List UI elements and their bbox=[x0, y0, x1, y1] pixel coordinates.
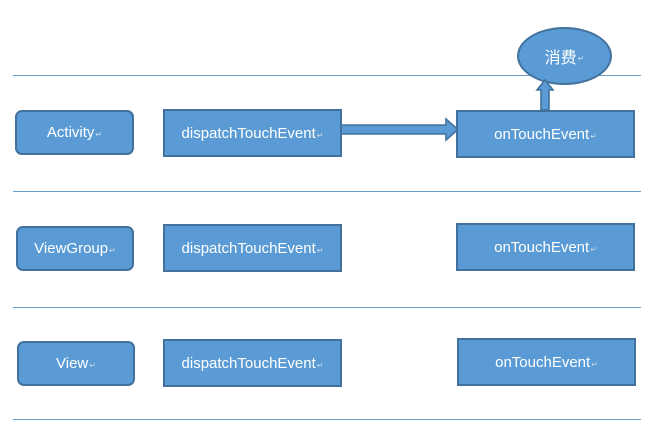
view-dispatch-touch-event: dispatchTouchEvent↵ bbox=[163, 339, 342, 387]
ontouch-to-consume-arrow bbox=[535, 78, 555, 111]
layer-activity: Activity↵ bbox=[15, 110, 134, 155]
dispatch-to-ontouch-arrow bbox=[340, 117, 460, 142]
consume-label: 消费 bbox=[544, 48, 577, 67]
divider-line bbox=[13, 307, 641, 308]
activity-dispatch-touch-event: dispatchTouchEvent↵ bbox=[163, 109, 342, 157]
layer-viewgroup: ViewGroup↵ bbox=[16, 226, 134, 271]
divider-line bbox=[13, 191, 641, 192]
divider-line bbox=[13, 75, 641, 76]
layer-view: View↵ bbox=[17, 341, 135, 386]
viewgroup-dispatch-touch-event: dispatchTouchEvent↵ bbox=[163, 224, 342, 272]
consume-node: 消费↵ bbox=[517, 27, 612, 85]
view-on-touch-event: onTouchEvent↵ bbox=[457, 338, 636, 386]
viewgroup-on-touch-event: onTouchEvent↵ bbox=[456, 223, 635, 271]
divider-line bbox=[13, 419, 641, 420]
activity-on-touch-event: onTouchEvent↵ bbox=[456, 110, 635, 158]
